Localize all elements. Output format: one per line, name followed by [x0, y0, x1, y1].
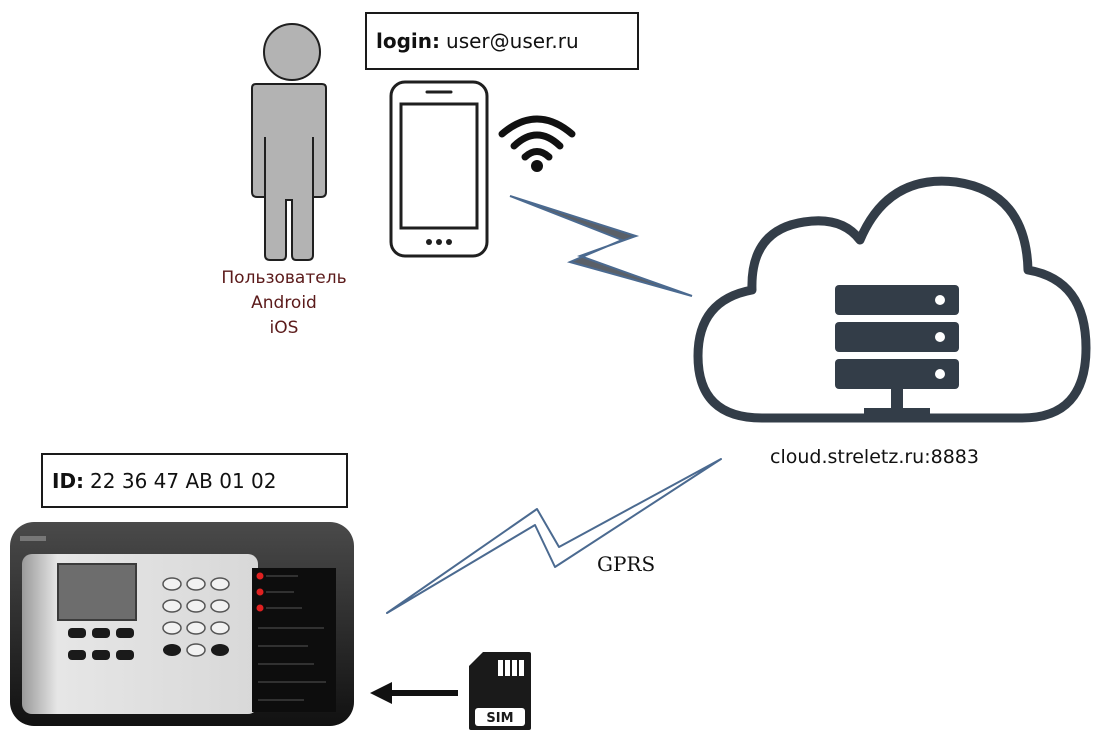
cloud-address-label: cloud.streletz.ru:8883 — [770, 446, 979, 468]
device-id-label: ID: — [52, 468, 85, 493]
user-caption-line-3: iOS — [269, 318, 299, 338]
user-caption: Пользователь Android iOS — [200, 266, 368, 341]
cloud-server-icon — [693, 176, 1091, 423]
security-panel-icon — [10, 522, 354, 726]
wireless-link-bolt — [509, 195, 693, 297]
user-caption-line-2: Android — [251, 293, 317, 313]
arrow-left-icon — [370, 682, 458, 704]
gprs-link-bolt — [386, 458, 722, 614]
wifi-icon — [498, 115, 576, 172]
login-value: user@user.ru — [446, 29, 579, 53]
smartphone-icon — [389, 80, 489, 258]
device-id-box: ID: 22 36 47 AB 01 02 — [41, 453, 348, 508]
gprs-label: GPRS — [597, 552, 656, 576]
login-label: login: — [376, 29, 441, 53]
device-id-value: 22 36 47 AB 01 02 — [90, 468, 277, 493]
login-box: login: user@user.ru — [365, 12, 639, 70]
sim-card-icon: SIM — [469, 652, 531, 730]
user-caption-line-1: Пользователь — [221, 268, 347, 288]
person-icon — [251, 23, 327, 261]
sim-label: SIM — [486, 711, 513, 726]
